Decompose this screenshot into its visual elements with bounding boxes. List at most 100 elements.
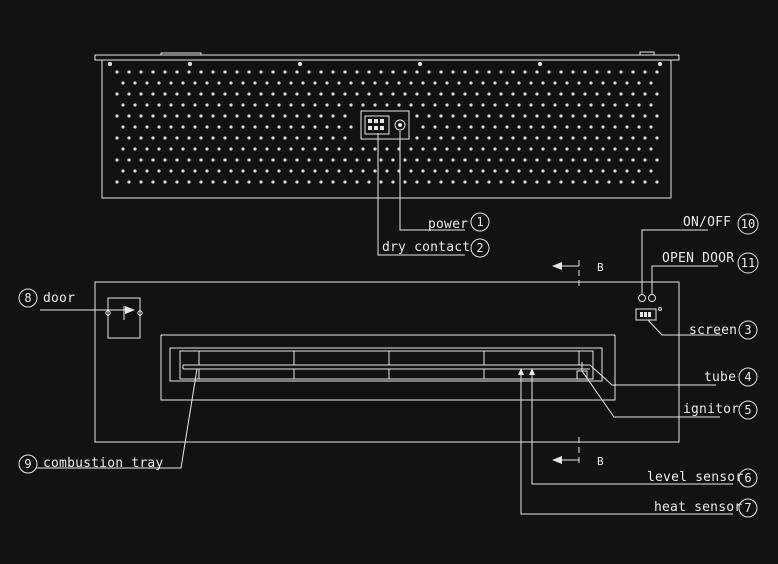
vent-hole xyxy=(271,180,275,184)
vent-hole xyxy=(271,158,275,162)
mounting-screw xyxy=(538,62,542,66)
vent-hole xyxy=(547,114,551,118)
screen-display xyxy=(635,308,657,321)
vent-hole xyxy=(589,169,593,173)
vent-hole xyxy=(139,114,143,118)
vent-hole xyxy=(571,136,575,140)
vent-hole xyxy=(589,103,593,107)
vent-hole xyxy=(229,125,233,129)
vent-hole xyxy=(535,114,539,118)
vent-hole xyxy=(241,103,245,107)
vent-hole xyxy=(655,114,659,118)
vent-hole xyxy=(193,81,197,85)
vent-hole xyxy=(355,158,359,162)
vent-hole xyxy=(439,114,443,118)
vent-hole xyxy=(187,114,191,118)
vent-hole xyxy=(175,158,179,162)
burner-tube xyxy=(182,351,590,379)
vent-hole xyxy=(475,158,479,162)
vent-hole xyxy=(235,70,239,74)
vent-hole xyxy=(115,70,119,74)
vent-hole xyxy=(571,180,575,184)
vent-hole xyxy=(583,70,587,74)
leader-heat-sensor xyxy=(520,372,733,515)
vent-hole xyxy=(421,147,425,151)
vent-hole xyxy=(199,136,203,140)
vent-hole xyxy=(343,92,347,96)
open-door-button xyxy=(648,294,656,302)
vent-hole xyxy=(637,169,641,173)
vent-hole xyxy=(475,70,479,74)
vent-hole xyxy=(583,180,587,184)
vent-hole xyxy=(325,147,329,151)
vent-hole xyxy=(313,81,317,85)
vent-hole xyxy=(571,92,575,96)
vent-hole xyxy=(523,158,527,162)
mounting-screw xyxy=(298,62,302,66)
ventilation-holes xyxy=(108,62,662,184)
vent-hole xyxy=(205,81,209,85)
vent-hole xyxy=(127,136,131,140)
vent-hole xyxy=(313,147,317,151)
vent-hole xyxy=(235,180,239,184)
callout-label-screen: screen xyxy=(689,323,737,338)
vent-hole xyxy=(463,114,467,118)
vent-hole xyxy=(319,92,323,96)
vent-hole xyxy=(481,81,485,85)
vent-hole xyxy=(211,180,215,184)
vent-hole xyxy=(445,103,449,107)
vent-hole xyxy=(487,114,491,118)
vent-hole xyxy=(211,114,215,118)
vent-hole xyxy=(229,169,233,173)
vent-hole xyxy=(133,81,137,85)
callout-ignitor: ignitor 5 xyxy=(683,400,758,420)
vent-hole xyxy=(463,92,467,96)
vent-hole xyxy=(283,158,287,162)
vent-hole xyxy=(205,147,209,151)
vent-hole xyxy=(163,180,167,184)
vent-hole xyxy=(619,158,623,162)
vent-hole xyxy=(553,147,557,151)
vent-hole xyxy=(517,169,521,173)
vent-hole xyxy=(349,147,353,151)
callout-number-level-sensor: 6 xyxy=(744,471,751,485)
vent-hole xyxy=(619,92,623,96)
vent-hole xyxy=(565,169,569,173)
vent-hole xyxy=(271,136,275,140)
vent-hole xyxy=(649,169,653,173)
vent-hole xyxy=(175,136,179,140)
vent-hole xyxy=(139,70,143,74)
vent-hole xyxy=(295,92,299,96)
vent-hole xyxy=(427,92,431,96)
vent-hole xyxy=(385,103,389,107)
vent-hole xyxy=(655,70,659,74)
vent-hole xyxy=(289,103,293,107)
section-mark-bottom: B xyxy=(552,437,604,468)
vent-hole xyxy=(187,158,191,162)
vent-hole xyxy=(493,81,497,85)
vent-hole xyxy=(385,169,389,173)
vent-hole xyxy=(607,70,611,74)
callout-number-power: 1 xyxy=(476,215,483,229)
vent-hole xyxy=(457,103,461,107)
vent-hole xyxy=(229,103,233,107)
vent-hole xyxy=(139,158,143,162)
vent-hole xyxy=(427,136,431,140)
vent-hole xyxy=(529,103,533,107)
vent-hole xyxy=(145,125,149,129)
vent-hole xyxy=(325,81,329,85)
leader-tube xyxy=(589,364,716,386)
vent-hole xyxy=(259,70,263,74)
vent-hole xyxy=(199,180,203,184)
vent-hole xyxy=(241,81,245,85)
vent-hole xyxy=(487,92,491,96)
vent-hole xyxy=(385,147,389,151)
vent-hole xyxy=(655,92,659,96)
mounting-screw xyxy=(658,62,662,66)
vent-hole xyxy=(487,158,491,162)
callout-heat-sensor: heat sensor 7 xyxy=(654,498,758,518)
vent-hole xyxy=(487,70,491,74)
vent-hole xyxy=(511,136,515,140)
vent-hole xyxy=(247,158,251,162)
vent-hole xyxy=(115,180,119,184)
